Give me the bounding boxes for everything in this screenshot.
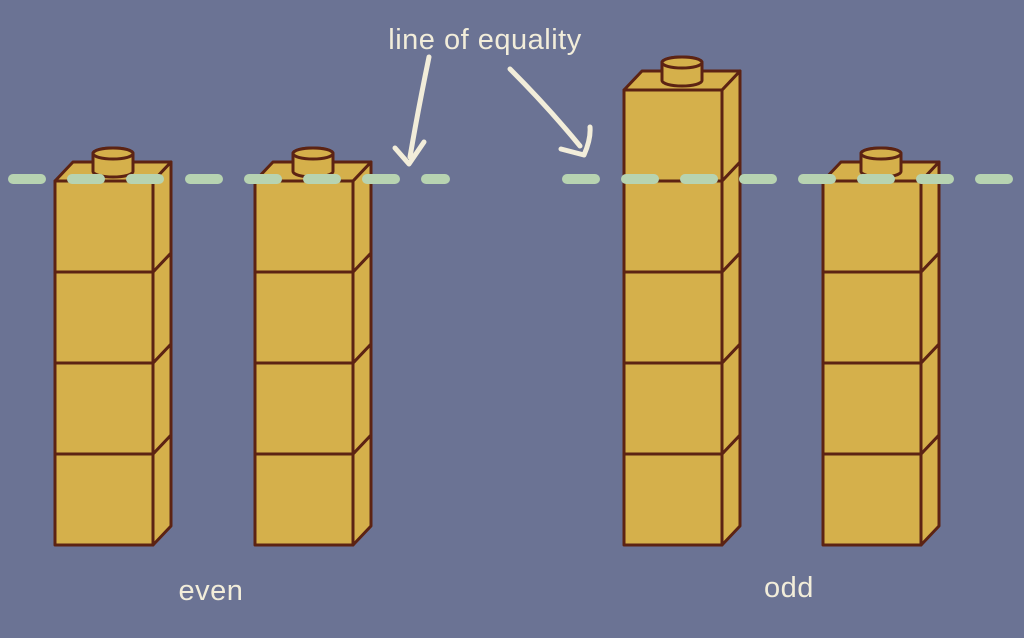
arrow-shaft [507, 66, 583, 149]
tower-even-2 [253, 146, 373, 547]
diagram-title: line of equality [388, 24, 582, 56]
block-front-face [253, 452, 355, 547]
block-front-face [821, 452, 923, 547]
block-front-face [622, 88, 724, 183]
block-front-face [622, 361, 724, 456]
arrow-head [392, 139, 427, 167]
tower-odd-2 [821, 146, 941, 547]
block-front-face [622, 452, 724, 547]
stud-top [291, 146, 335, 161]
block-front-face [53, 452, 155, 547]
stud-top [859, 146, 903, 161]
block-front-face [622, 270, 724, 365]
arrow-shaft [407, 54, 432, 160]
block-front-face [253, 179, 355, 274]
arrow-to-line-right [507, 66, 593, 158]
block-front-face [622, 179, 724, 274]
block-front-face [821, 179, 923, 274]
block-front-face [53, 270, 155, 365]
label-odd: odd [764, 572, 814, 604]
stud-top [91, 146, 135, 161]
block-front-face [821, 361, 923, 456]
block-front-face [253, 361, 355, 456]
arrow-to-line-left [392, 54, 432, 167]
tower-odd-1 [622, 55, 742, 547]
stud-top [660, 55, 704, 70]
block-front-face [53, 361, 155, 456]
arrow-head [558, 124, 593, 158]
block-front-face [253, 270, 355, 365]
label-even: even [178, 575, 244, 607]
block-front-face [53, 179, 155, 274]
block-front-face [821, 270, 923, 365]
tower-even-1 [53, 146, 173, 547]
